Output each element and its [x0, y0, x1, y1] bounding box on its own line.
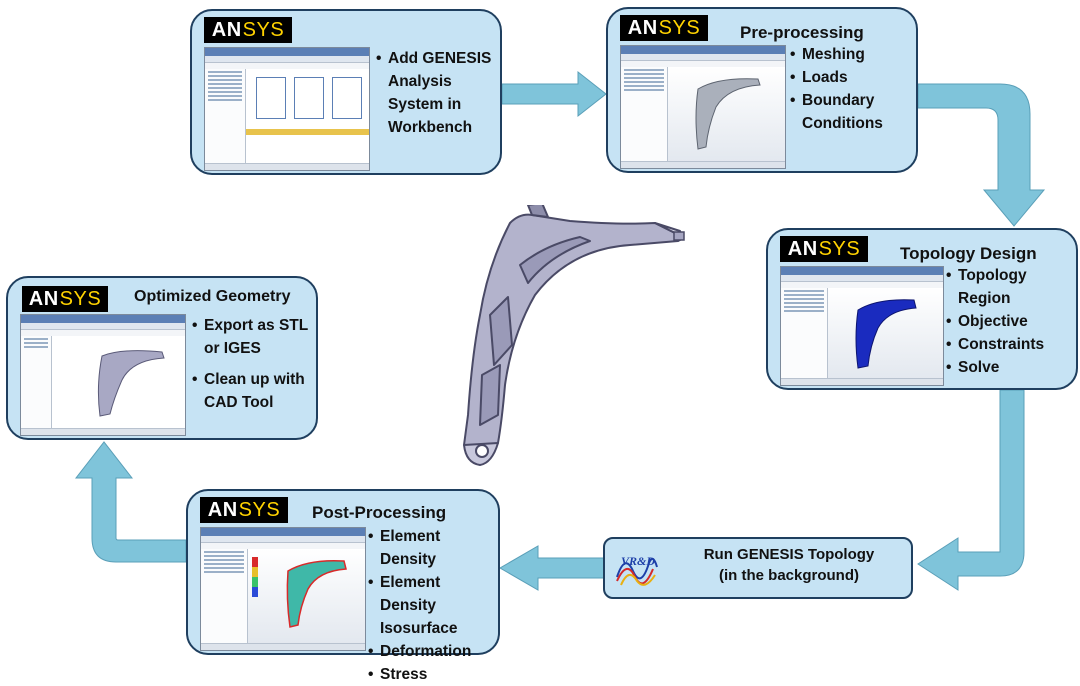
list-item: Solve: [946, 356, 1076, 379]
list-item: Add GENESIS Analysis System in Workbench: [376, 47, 500, 139]
step-optimized-geometry-title: Optimized Geometry: [134, 288, 291, 305]
list-item: Objective: [946, 310, 1076, 333]
list-item: Topology Region: [946, 264, 1076, 310]
step-preprocessing-list: Meshing Loads Boundary Conditions: [790, 43, 916, 135]
step-add-genesis-list: Add GENESIS Analysis System in Workbench: [376, 47, 500, 139]
vrd-logo: VR&D: [616, 554, 658, 586]
list-item: Stress: [368, 663, 500, 686]
topology-region-thumbnail: [855, 299, 917, 369]
workbench-screenshot: [204, 47, 370, 171]
step-run-genesis-line2: (in the background): [719, 567, 859, 584]
step-run-genesis-line1: Run GENESIS Topology: [703, 546, 875, 563]
density-result-thumbnail: [252, 557, 347, 628]
arrow-5-to-6: [74, 441, 187, 563]
step-post-processing-title: Post-Processing: [312, 503, 447, 522]
vrd-logo-text: VR&D: [621, 554, 655, 568]
step-preprocessing-title: Pre-processing: [740, 23, 864, 42]
arrow-4-to-5: [499, 545, 605, 591]
list-item: Boundary Conditions: [790, 89, 916, 135]
step-topology-design-title: Topology Design: [900, 244, 1037, 263]
list-item: Deformation: [368, 640, 500, 663]
list-item: Loads: [790, 66, 916, 89]
arrow-3-to-4: [917, 389, 1025, 591]
optimized-geometry-thumbnail: [97, 350, 165, 417]
step-run-genesis-box: VR&D Run GENESIS Topology (in the backgr…: [603, 537, 913, 599]
optimized-bracket-part: [463, 205, 685, 466]
list-item: Meshing: [790, 43, 916, 66]
list-item: Export as STL or IGES: [192, 314, 316, 360]
flow-arrows: [74, 70, 1046, 591]
step-optimized-geometry-list: Export as STL or IGES Clean up with CAD …: [192, 314, 316, 414]
bracket-thumbnail: [695, 78, 761, 150]
arrow-2-to-3: [917, 83, 1046, 227]
list-item: Element Density: [368, 525, 500, 571]
list-item: Constraints: [946, 333, 1076, 356]
optimized-geometry-screenshot: [20, 314, 186, 436]
list-item: Clean up with CAD Tool: [192, 368, 316, 414]
post-processing-screenshot: [200, 527, 366, 651]
list-item: Element Density Isosurface: [368, 571, 500, 640]
step-run-genesis-text: Run GENESIS Topology (in the background): [671, 544, 907, 586]
arrow-1-to-2: [501, 70, 607, 118]
step-post-processing-list: Element Density Element Density Isosurfa…: [368, 525, 500, 686]
preprocessing-screenshot: [620, 45, 786, 169]
topology-design-screenshot: [780, 266, 944, 386]
step-topology-design-list: Topology Region Objective Constraints So…: [946, 264, 1076, 379]
